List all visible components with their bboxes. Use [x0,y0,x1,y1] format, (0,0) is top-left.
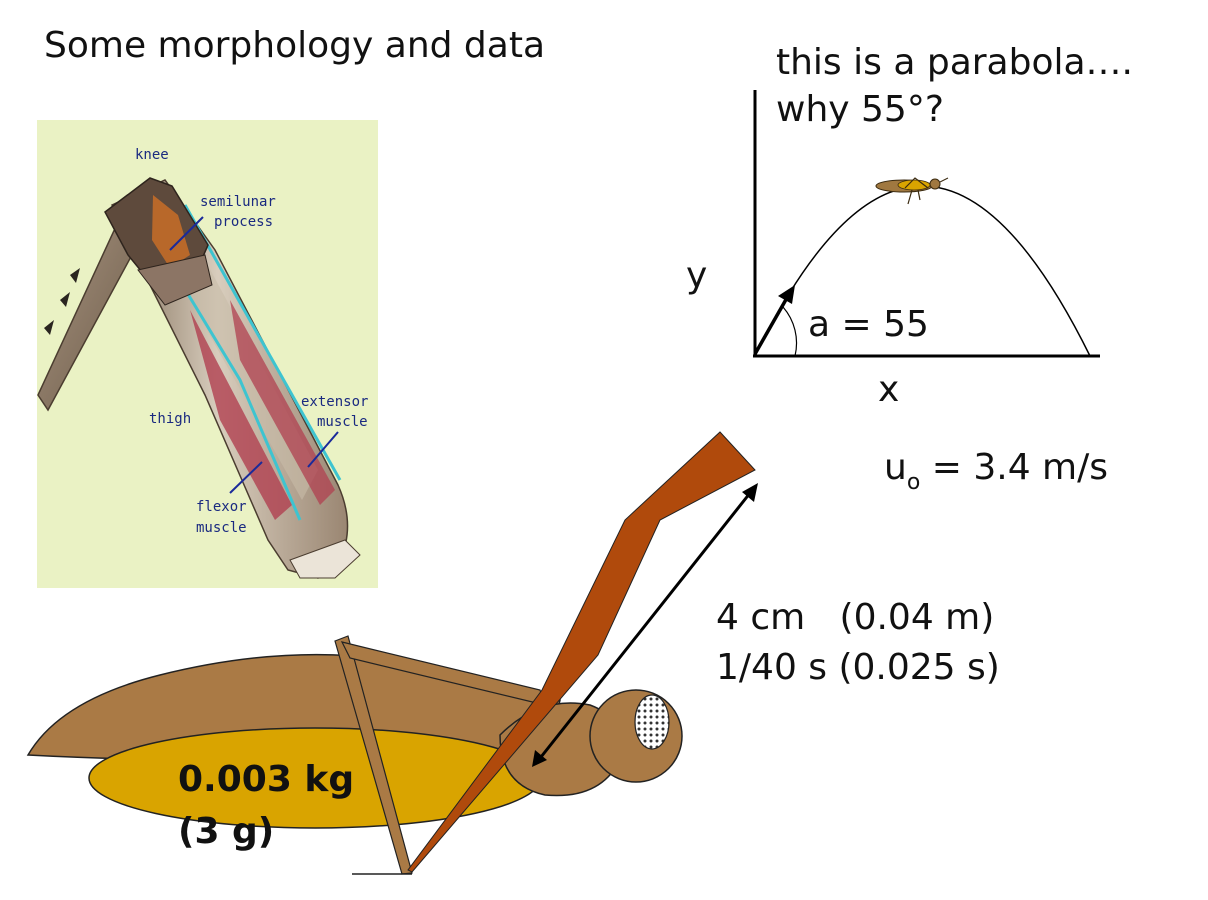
distance-label: 4 cm (0.04 m) [716,597,995,638]
flexor-muscle-label: muscle [196,520,247,536]
length-arrow [539,492,752,758]
angle-label: a = 55 [808,304,929,345]
extensor-label: extensor [301,394,368,410]
extensor-muscle-label: muscle [317,414,368,430]
mass-grams-label: (3 g) [178,811,275,852]
length-arrowhead-top [742,483,758,502]
angle-arc [782,306,798,357]
leg-illustration: knee semilunar process thigh extensor mu… [37,120,378,588]
cricket-body-diagram [26,431,758,875]
velocity-subscript: o [906,470,921,495]
question-line-2: why 55°? [776,89,944,130]
hind-tibia [334,635,413,875]
flexor-pointer [229,461,263,494]
y-axis-label: y [686,255,708,296]
knee-label: knee [135,147,169,163]
velocity-label: uo = 3.4 m/s [884,450,1108,494]
hind-leg-extended [407,431,756,873]
mass-label: 0.003 kg [178,759,355,800]
tendon-line [183,204,342,481]
extensor-muscle [230,300,335,505]
x-axis-label: x [878,369,900,410]
process-label: process [214,214,273,230]
slide-title: Some morphology and data [44,25,546,66]
cricket-icon [875,177,949,205]
question-line-1: this is a parabola…. [776,42,1133,83]
velocity-value: = 3.4 m/s [920,447,1108,488]
length-arrowhead-bottom [532,750,547,767]
cricket-eye [634,694,670,750]
velocity-symbol: u [884,447,907,488]
semilunar-pointer [169,216,204,251]
trajectory-diagram [753,90,1100,358]
semilunar-process [152,195,190,268]
launch-vector [753,295,790,355]
flexor-label: flexor [196,499,247,515]
semilunar-label: semilunar [200,194,276,210]
cricket-head [589,689,683,783]
time-label: 1/40 s (0.025 s) [716,647,1000,688]
launch-arrowhead [778,285,795,304]
extensor-pointer [307,431,339,468]
thigh-label: thigh [149,411,191,427]
tibia-spines [44,268,80,335]
flexor-muscle [190,310,292,520]
